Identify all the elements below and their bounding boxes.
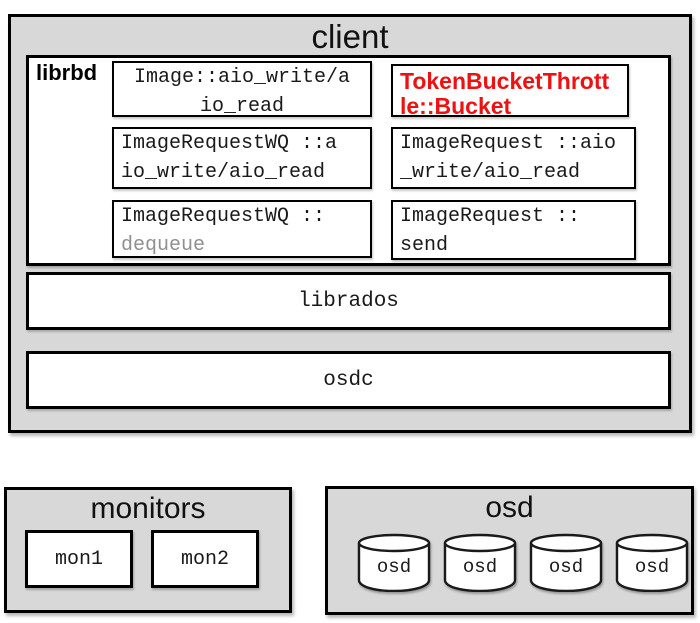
librbd-panel: librbd Image::aio_write/a io_read ImageR… <box>26 55 671 266</box>
database-cylinder-icon <box>615 533 689 592</box>
mon2-node: mon2 <box>151 530 259 588</box>
osd-node-label: osd <box>634 556 670 578</box>
box-line: TokenBucketThrott <box>400 68 610 94</box>
box-imagerequestwq-dequeue: ImageRequestWQ :: dequeue <box>112 200 372 258</box>
box-imagerequest-send: ImageRequest :: send <box>391 200 636 260</box>
box-imagerequest-aio: ImageRequest ::aio _write/aio_read <box>391 127 636 189</box>
osd-node-label: osd <box>462 556 498 578</box>
box-line: ImageRequestWQ ::a <box>121 132 338 155</box>
box-image-aio-write-read: Image::aio_write/a io_read <box>112 61 372 117</box>
monitors-title: monitors <box>90 492 206 525</box>
box-line: io_read <box>199 95 284 117</box>
box-line: _write/aio_read <box>400 161 581 184</box>
box-line: le::Bucket <box>400 93 512 117</box>
librados-label: librados <box>298 289 399 313</box>
osd-node-label: osd <box>548 556 584 578</box>
box-line: Image::aio_write/a <box>133 66 351 89</box>
osd-node-3: osd <box>529 533 603 592</box>
mon2-label: mon2 <box>180 547 229 571</box>
box-line: send <box>400 234 449 257</box>
osd-node-4: osd <box>615 533 689 592</box>
box-line: io_write/aio_read <box>121 161 326 184</box>
osd-panel: osd osd osd osd osd <box>325 486 694 615</box>
client-title: client <box>311 18 389 55</box>
database-cylinder-icon <box>529 533 603 592</box>
monitors-panel: monitors mon1 mon2 <box>4 487 292 613</box>
osd-node-label: osd <box>376 556 412 578</box>
mon1-label: mon1 <box>54 547 103 571</box>
box-line: ImageRequest ::aio <box>400 132 617 155</box>
box-line-muted: dequeue <box>121 234 206 257</box>
librados-bar: librados <box>26 272 671 330</box>
osd-title: osd <box>485 491 534 524</box>
osd-node-1: osd <box>357 533 431 592</box>
box-tokenbucketthrottle: TokenBucketThrott le::Bucket <box>391 64 629 117</box>
box-line: ImageRequest :: <box>400 205 581 228</box>
database-cylinder-icon <box>357 533 431 592</box>
mon1-node: mon1 <box>25 530 133 588</box>
osdc-label: osdc <box>323 368 374 392</box>
client-panel: client librbd Image::aio_write/a io_read… <box>8 14 692 433</box>
osdc-bar: osdc <box>26 351 671 409</box>
librbd-label: librbd <box>36 60 98 85</box>
osd-node-2: osd <box>443 533 517 592</box>
box-line: ImageRequestWQ :: <box>121 205 326 228</box>
box-imagerequestwq-aio: ImageRequestWQ ::a io_write/aio_read <box>112 127 372 189</box>
database-cylinder-icon <box>443 533 517 592</box>
